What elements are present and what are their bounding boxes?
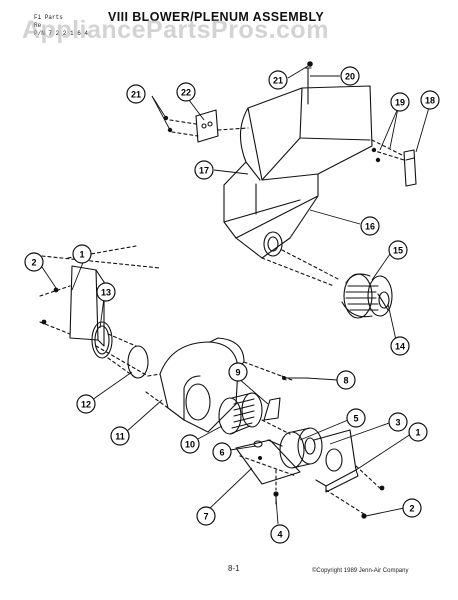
callout-13: 13 xyxy=(96,282,116,302)
svg-text:17: 17 xyxy=(199,166,209,176)
svg-text:1: 1 xyxy=(415,428,420,438)
page-title: VIII BLOWER/PLENUM ASSEMBLY xyxy=(108,10,325,24)
svg-text:8: 8 xyxy=(343,376,348,386)
svg-text:5: 5 xyxy=(353,414,358,424)
svg-text:20: 20 xyxy=(345,72,355,82)
svg-text:4: 4 xyxy=(277,530,282,540)
header-part-number: P/N 7 2 2 1 6 4 xyxy=(34,30,89,37)
leader-lines xyxy=(39,65,431,525)
callout-2-left: 2 xyxy=(24,252,44,272)
svg-text:18: 18 xyxy=(425,96,435,106)
header-line-2: Re xyxy=(34,22,42,29)
washer-6 xyxy=(253,440,263,448)
bracket-9 xyxy=(263,397,281,421)
blower-base xyxy=(235,439,301,485)
svg-text:15: 15 xyxy=(393,246,403,256)
svg-text:11: 11 xyxy=(115,432,125,442)
callout-22: 22 xyxy=(176,82,196,102)
callout-6: 6 xyxy=(212,442,232,462)
svg-text:21: 21 xyxy=(273,76,283,86)
svg-text:22: 22 xyxy=(181,88,191,98)
svg-text:9: 9 xyxy=(235,368,240,378)
blower-wheel xyxy=(218,392,263,435)
plenum-housing xyxy=(223,85,373,259)
hardware-dots xyxy=(41,61,385,519)
copyright-notice: ©Copyright 1989 Jenn-Air Company xyxy=(312,568,409,574)
page-number: 8-1 xyxy=(228,564,240,573)
callout-10: 10 xyxy=(180,434,200,454)
inlet-duct-left xyxy=(39,265,105,347)
duct-ring xyxy=(91,321,113,359)
svg-text:2: 2 xyxy=(31,258,36,268)
callout-9: 9 xyxy=(228,362,248,382)
callout-21-left: 21 xyxy=(126,84,146,104)
callout-12: 12 xyxy=(76,394,96,414)
plenum-screw xyxy=(304,67,312,105)
svg-text:6: 6 xyxy=(219,448,224,458)
callout-2-right: 2 xyxy=(402,498,422,518)
svg-text:14: 14 xyxy=(395,342,405,352)
callout-19: 19 xyxy=(390,92,410,112)
callout-20: 20 xyxy=(340,66,360,86)
duct-clamp xyxy=(107,333,149,379)
svg-text:12: 12 xyxy=(81,400,91,410)
callout-14: 14 xyxy=(390,336,410,356)
svg-text:21: 21 xyxy=(131,90,141,100)
plenum-clip xyxy=(403,149,417,187)
callout-3: 3 xyxy=(388,412,408,432)
motor-mount-plate xyxy=(313,429,359,493)
svg-text:2: 2 xyxy=(409,504,414,514)
callout-15: 15 xyxy=(388,240,408,260)
callout-5: 5 xyxy=(346,408,366,428)
callout-17: 17 xyxy=(194,160,214,180)
callout-8: 8 xyxy=(336,370,356,390)
callout-1-left: 1 xyxy=(72,244,92,264)
mounting-bracket xyxy=(195,109,219,143)
callout-11: 11 xyxy=(110,426,130,446)
callout-labels: 21 20 21 22 19 18 xyxy=(24,66,440,544)
callout-21-upper: 21 xyxy=(268,70,288,90)
callout-16: 16 xyxy=(360,216,380,236)
callout-18: 18 xyxy=(420,90,440,110)
svg-text:16: 16 xyxy=(365,222,375,232)
callout-4: 4 xyxy=(270,524,290,544)
header-line-1: Fi Parts xyxy=(34,14,63,21)
svg-text:7: 7 xyxy=(203,512,208,522)
svg-text:10: 10 xyxy=(185,440,195,450)
svg-text:3: 3 xyxy=(395,418,400,428)
callout-1-right: 1 xyxy=(408,422,428,442)
callout-7: 7 xyxy=(196,506,216,526)
blower-housing xyxy=(145,337,245,433)
blower-wheel-top xyxy=(341,273,393,319)
svg-text:19: 19 xyxy=(395,98,405,108)
svg-text:13: 13 xyxy=(101,288,111,298)
svg-text:1: 1 xyxy=(79,250,84,260)
